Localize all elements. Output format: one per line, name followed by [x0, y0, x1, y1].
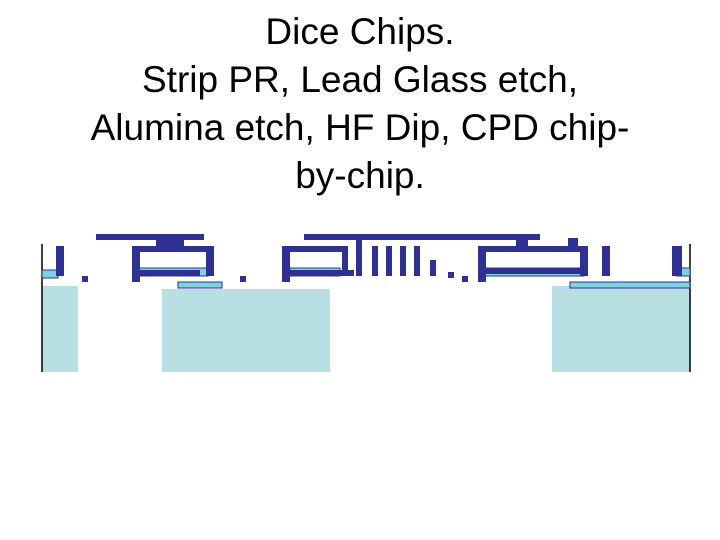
substrate-block-left — [42, 286, 78, 372]
metal-post-right-2 — [602, 246, 610, 276]
substrate-blocks — [41, 244, 691, 372]
metal-dot-left — [82, 276, 88, 282]
metal-dot-center — [448, 272, 454, 278]
metal-leg-right-1 — [478, 246, 486, 282]
title-line-4: by-chip. — [295, 155, 425, 196]
substrate-block-right — [552, 286, 690, 372]
title-line-2: Strip PR, Lead Glass etch, — [142, 59, 578, 100]
metal-finger-5 — [400, 246, 406, 276]
metal-dot-center-2 — [462, 276, 468, 282]
metal-leg-center-1 — [282, 246, 290, 282]
metal-pad-center — [290, 270, 354, 276]
metal-structures — [56, 234, 682, 282]
glass-layer-right — [569, 281, 691, 289]
metal-pad-right — [486, 268, 582, 274]
metal-finger-1 — [342, 246, 348, 276]
metal-leg-left-2 — [206, 246, 214, 276]
metal-finger-7 — [430, 260, 436, 276]
title-line-1: Dice Chips. — [265, 11, 455, 52]
metal-bridge-left — [132, 246, 212, 252]
metal-bridge-center — [282, 246, 342, 252]
metal-post-right — [568, 238, 578, 250]
glass-layer-3 — [177, 281, 223, 289]
slide-title: Dice Chips. Strip PR, Lead Glass etch, A… — [0, 8, 720, 200]
metal-leg-left-1 — [132, 246, 140, 282]
metal-finger-4 — [386, 246, 392, 276]
metal-leg-right-2 — [580, 246, 588, 276]
title-line-3: Alumina etch, HF Dip, CPD chip- — [90, 107, 630, 148]
metal-finger-2 — [356, 240, 362, 276]
metal-post-far-left — [56, 246, 64, 276]
metal-post-far-right — [672, 246, 682, 276]
metal-post-top-right — [516, 236, 528, 246]
metal-pad-left — [140, 270, 200, 276]
metal-bar-top-center — [304, 234, 540, 240]
metal-finger-3 — [372, 246, 378, 276]
metal-post-top-left — [156, 236, 184, 246]
metal-bridge-right — [478, 246, 586, 252]
metal-dot-center-left — [240, 276, 246, 282]
substrate-block-center — [162, 289, 330, 372]
glass-layer-left — [41, 269, 59, 279]
metal-bar-top-left — [96, 234, 204, 240]
metal-finger-6 — [414, 246, 420, 276]
